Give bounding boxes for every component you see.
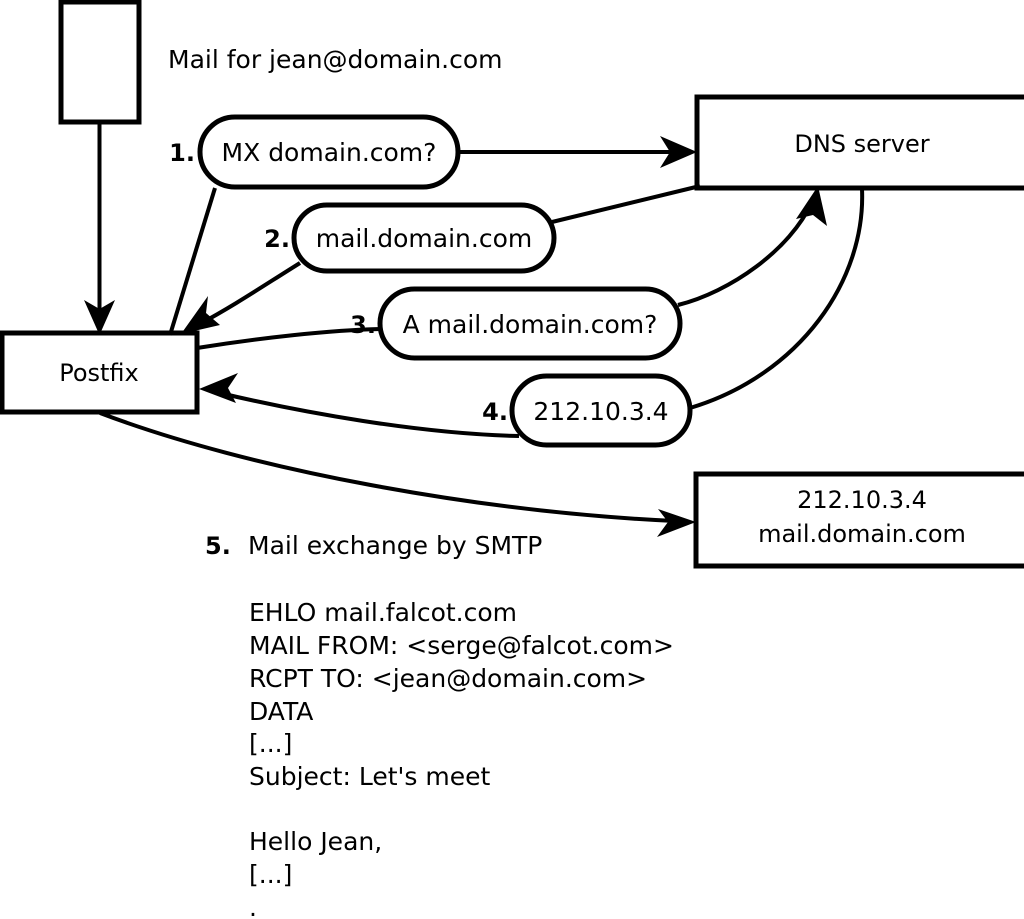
arrowhead-step3-to-dns	[796, 186, 827, 226]
bubble-step-1-label: MX domain.com?	[222, 138, 437, 167]
step-number-3: 3.	[350, 311, 376, 339]
step-5-label: Mail exchange by SMTP	[248, 531, 542, 560]
transcript-line: [...]	[249, 729, 292, 758]
transcript-line: DATA	[249, 697, 313, 726]
arrowhead-step1-to-dns	[660, 136, 697, 168]
arrowhead-step2-to-postfix	[181, 296, 220, 334]
bubble-step-4-label: 212.10.3.4	[533, 397, 668, 426]
edge-step4-to-postfix	[219, 391, 520, 438]
node-dns-box	[694, 94, 1024, 191]
node-sender-box	[58, 0, 142, 125]
node-mailserver-ip: 212.10.3.4	[797, 486, 927, 514]
transcript-line: [...]	[249, 860, 292, 889]
edge-step3-from-postfix	[196, 327, 382, 350]
transcript-line: RCPT TO: <jean@domain.com>	[249, 664, 647, 693]
diagram-title: Mail for jean@domain.com	[168, 45, 503, 74]
step-number-2: 2.	[264, 225, 290, 253]
bubble-step-1	[197, 114, 461, 190]
transcript-line: Hello Jean,	[249, 827, 382, 856]
edge-step2-to-postfix	[197, 261, 302, 327]
node-dns-label: DNS server	[794, 130, 929, 158]
edge-step4-from-dns	[689, 188, 865, 410]
edge-step5-postfix-to-mailserver	[99, 411, 676, 523]
bubble-step-2-label: mail.domain.com	[316, 224, 532, 253]
transcript-line: .	[249, 893, 257, 919]
bubble-step-3-label: A mail.domain.com?	[403, 310, 658, 339]
bubble-step-2	[291, 202, 557, 274]
step-number-4: 4.	[482, 398, 508, 426]
transcript-line: MAIL FROM: <serge@falcot.com>	[249, 631, 674, 660]
smtp-transcript: EHLO mail.falcot.com MAIL FROM: <serge@f…	[249, 598, 674, 919]
step-number-5: 5.	[205, 532, 231, 560]
node-postfix-box	[0, 330, 200, 415]
node-mailserver-box	[693, 471, 1024, 569]
arrowhead-sender-to-postfix	[84, 300, 115, 335]
node-mailserver-hostname: mail.domain.com	[758, 520, 966, 548]
transcript-line: Subject: Let's meet	[249, 762, 490, 791]
bubble-step-3	[377, 286, 683, 361]
bubble-step-4	[509, 373, 693, 448]
transcript-line: EHLO mail.falcot.com	[249, 598, 517, 627]
arrowhead-step4-to-postfix	[199, 373, 238, 403]
edge-step1-left-leg	[168, 187, 217, 336]
node-postfix-label: Postfix	[59, 359, 139, 387]
step-number-1: 1.	[169, 139, 195, 167]
edge-step3-to-dns	[677, 201, 814, 307]
edge-step2-from-dns	[551, 184, 701, 224]
arrowhead-step5-to-mailserver	[657, 509, 696, 537]
